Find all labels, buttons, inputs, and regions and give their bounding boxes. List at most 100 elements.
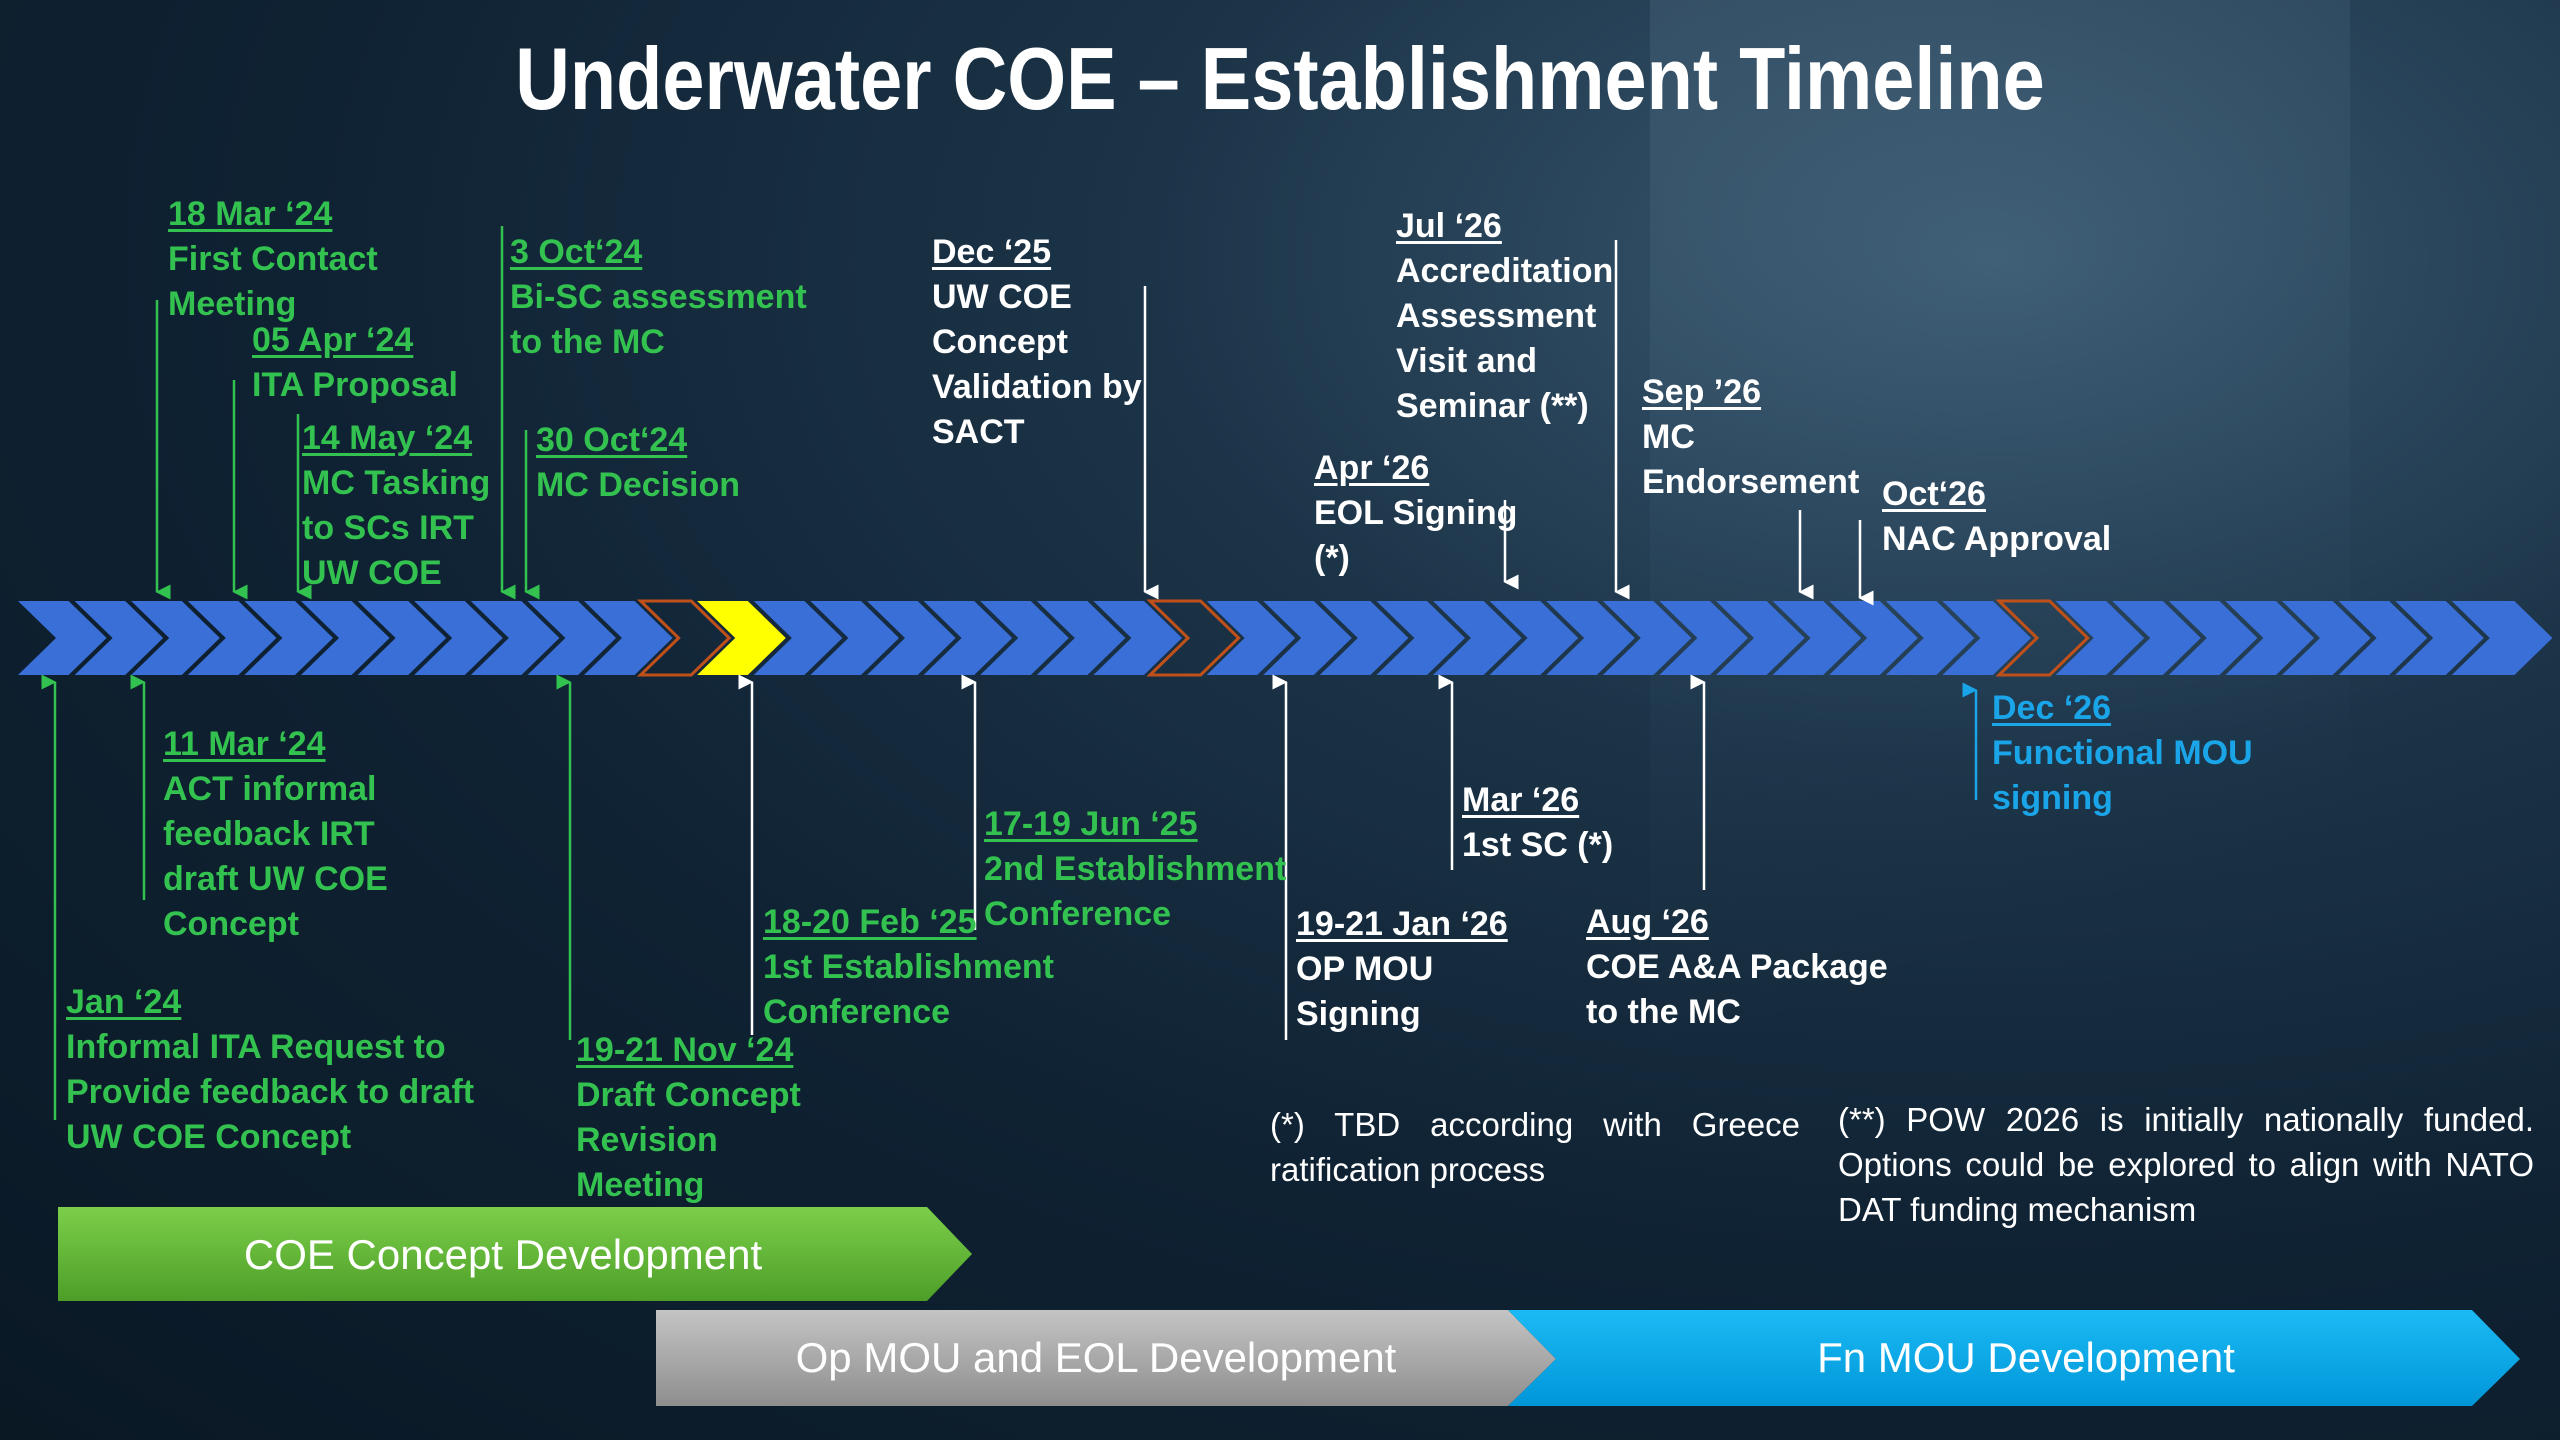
timeline-chevron xyxy=(2282,601,2371,675)
milestone-mc-tasking: 14 May ‘24 MC Tasking to SCs IRT UW COE xyxy=(302,416,490,596)
milestone-act-feedback: 11 Mar ‘24 ACT informal feedback IRT dra… xyxy=(163,722,388,947)
milestone-eol-signing: Apr ‘26 EOL Signing (*) xyxy=(1314,446,1517,581)
milestone-text: First Contact Meeting xyxy=(168,240,378,323)
milestone-text: Bi-SC assessment to the MC xyxy=(510,278,807,361)
milestone-bisc-assessment: 3 Oct‘24 Bi-SC assessment to the MC xyxy=(510,230,807,365)
timeline-chevron xyxy=(1995,599,2090,677)
timeline-chevron xyxy=(1829,601,1918,675)
milestone-first-conference: 18-20 Feb ‘25 1st Establishment Conferen… xyxy=(763,900,1054,1035)
milestone-text: MC Endorsement xyxy=(1642,418,1860,501)
milestone-date: 30 Oct‘24 xyxy=(536,421,688,459)
milestone-date: Apr ‘26 xyxy=(1314,449,1430,487)
milestone-first-sc: Mar ‘26 1st SC (*) xyxy=(1462,778,1613,868)
milestone-date: 19-21 Nov ‘24 xyxy=(576,1031,794,1069)
milestone-date: 11 Mar ‘24 xyxy=(163,725,326,763)
chevron-timeline xyxy=(18,599,2553,677)
timeline-chevron xyxy=(2112,601,2201,675)
milestone-connectors xyxy=(41,226,1978,1120)
milestone-mc-endorsement: Sep ’26 MC Endorsement xyxy=(1642,370,1859,505)
milestone-second-conference: 17-19 Jun ‘25 2nd Establishment Conferen… xyxy=(984,802,1286,937)
milestone-date: 18 Mar ‘24 xyxy=(168,195,333,233)
timeline-chevron xyxy=(1146,599,1241,677)
milestone-date: Sep ’26 xyxy=(1642,373,1762,411)
milestone-accreditation-visit: Jul ‘26 Accreditation Assessment Visit a… xyxy=(1396,204,1613,429)
timeline-chevron xyxy=(1036,601,1126,675)
timeline-chevron xyxy=(980,601,1069,675)
timeline-chevron xyxy=(527,601,616,675)
milestone-date: 19-21 Jan ‘26 xyxy=(1296,905,1508,943)
timeline-chevron xyxy=(301,601,390,675)
timeline-chevron xyxy=(584,601,673,675)
milestone-concept-validation: Dec ‘25 UW COE Concept Validation by SAC… xyxy=(932,230,1142,455)
timeline-chevron xyxy=(1376,601,1465,675)
band-concept-shape xyxy=(58,1207,972,1301)
page-title: Underwater COE – Establishment Timeline xyxy=(515,29,2045,128)
timeline-chevron xyxy=(1489,601,1579,675)
milestone-text: Informal ITA Request to Provide feedback… xyxy=(66,1028,475,1156)
timeline-chevron xyxy=(131,601,220,675)
milestone-date: Mar ‘26 xyxy=(1462,781,1580,819)
milestone-text: COE A&A Package to the MC xyxy=(1586,948,1888,1031)
timeline-chevron xyxy=(923,601,1013,675)
milestone-text: ACT informal feedback IRT draft UW COE C… xyxy=(163,770,388,943)
band-op-mou-shape xyxy=(656,1310,1556,1406)
milestone-aa-package: Aug ‘26 COE A&A Package to the MC xyxy=(1586,900,1888,1035)
milestone-text: ITA Proposal xyxy=(252,366,458,404)
timeline-chevron xyxy=(2338,601,2428,675)
milestone-text: MC Tasking to SCs IRT UW COE xyxy=(302,464,491,592)
timeline-chevron xyxy=(1659,601,1748,675)
band-op-mou-label: Op MOU and EOL Development xyxy=(795,1334,1397,1381)
timeline-chevron xyxy=(1772,601,1862,675)
timeline-chevron xyxy=(1263,601,1352,675)
timeline-chevron xyxy=(1433,601,1522,675)
milestone-first-contact: 18 Mar ‘24 First Contact Meeting xyxy=(168,192,378,327)
milestone-date: 17-19 Jun ‘25 xyxy=(984,805,1198,843)
timeline-chevron xyxy=(1942,601,2031,675)
milestone-text: Functional MOU signing xyxy=(1992,734,2253,817)
timeline-chevron xyxy=(357,601,447,675)
milestone-text: EOL Signing (*) xyxy=(1314,494,1518,577)
milestone-ita-request: Jan ‘24 Informal ITA Request to Provide … xyxy=(66,980,474,1160)
milestone-text: OP MOU Signing xyxy=(1296,950,1434,1033)
milestone-text: UW COE Concept Validation by SACT xyxy=(932,278,1142,451)
milestone-date: 18-20 Feb ‘25 xyxy=(763,903,977,941)
timeline-chevron xyxy=(18,601,107,675)
note-pow-funding: (**) POW 2026 is initially nationally fu… xyxy=(1838,1101,2534,1228)
timeline-chevron xyxy=(1206,601,1296,675)
timeline-chevron xyxy=(74,601,164,675)
band-fn-mou-shape xyxy=(1508,1310,2520,1406)
milestone-date: 14 May ‘24 xyxy=(302,419,473,457)
milestone-text: 1st SC (*) xyxy=(1462,826,1614,864)
timeline-chevron xyxy=(867,601,956,675)
timeline-chevron xyxy=(636,599,732,677)
timeline-chevron xyxy=(2395,601,2484,675)
milestone-text: NAC Approval xyxy=(1882,520,2112,558)
timeline-chevron xyxy=(1716,601,1805,675)
milestone-date: Aug ‘26 xyxy=(1586,903,1709,941)
milestone-date: Jul ‘26 xyxy=(1396,207,1502,245)
milestone-date: 05 Apr ‘24 xyxy=(252,321,414,359)
timeline-chevron xyxy=(2055,601,2145,675)
band-fn-mou-label: Fn MOU Development xyxy=(1817,1334,2235,1381)
milestone-op-mou-signing: 19-21 Jan ‘26 OP MOU Signing xyxy=(1296,902,1508,1037)
milestone-text: 2nd Establishment Conference xyxy=(984,850,1287,933)
milestone-date: Oct‘26 xyxy=(1882,475,1986,513)
timeline-chevron xyxy=(470,601,560,675)
milestone-date: Dec ‘26 xyxy=(1992,689,2112,727)
milestone-nac-approval: Oct‘26 NAC Approval xyxy=(1882,472,2111,562)
milestone-text: MC Decision xyxy=(536,466,741,504)
timeline-chevron xyxy=(244,601,333,675)
timeline-end-arrow xyxy=(2492,601,2553,675)
milestone-date: 3 Oct‘24 xyxy=(510,233,643,271)
milestone-concept-revision: 19-21 Nov ‘24 Draft Concept Revision Mee… xyxy=(576,1028,801,1208)
milestone-functional-mou: Dec ‘26 Functional MOU signing xyxy=(1992,686,2253,821)
timeline-chevron xyxy=(2168,601,2258,675)
timeline-chevron xyxy=(187,601,277,675)
timeline-chevron xyxy=(1885,601,1975,675)
timeline-chevron xyxy=(414,601,503,675)
milestone-text: Draft Concept Revision Meeting xyxy=(576,1076,801,1204)
milestone-mc-decision: 30 Oct‘24 MC Decision xyxy=(536,418,740,508)
timeline-chevron xyxy=(1602,601,1692,675)
timeline-chevron xyxy=(1093,601,1182,675)
